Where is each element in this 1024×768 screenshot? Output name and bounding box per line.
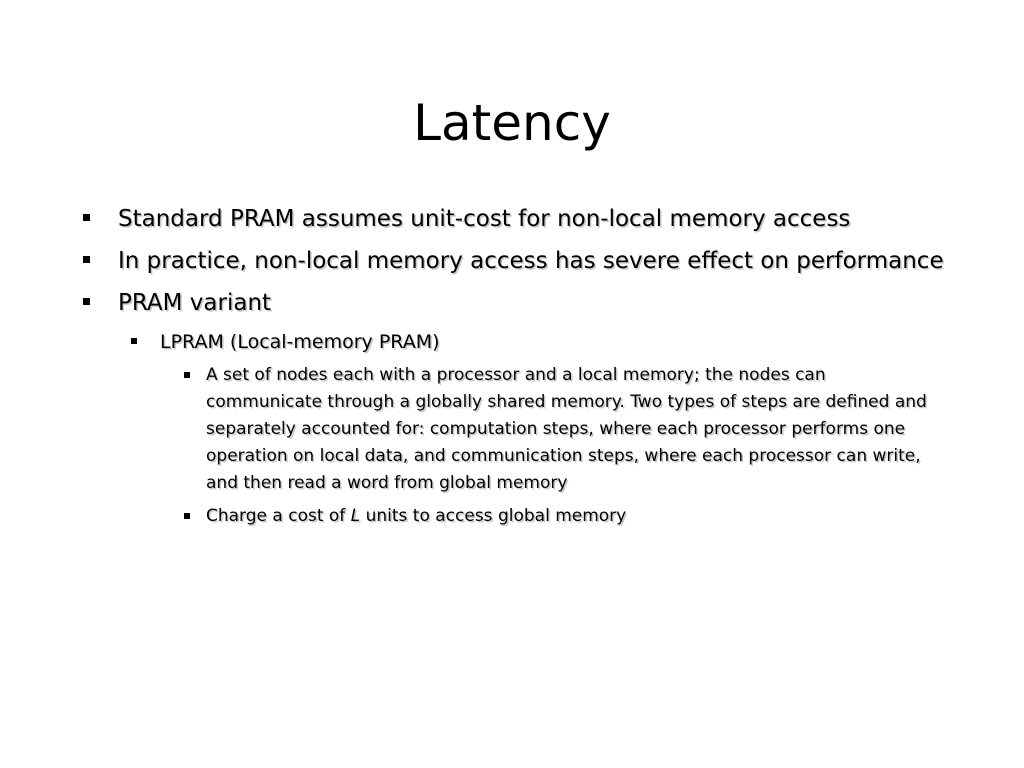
sub-bullet-text: LPRAM (Local-memory PRAM): [160, 331, 440, 353]
square-bullet-icon: [184, 372, 190, 378]
bullet-text: PRAM variant: [118, 290, 272, 316]
sub-bullet-item: LPRAM (Local-memory PRAM): [124, 328, 960, 356]
square-bullet-icon: [131, 338, 137, 344]
slide-title: Latency: [413, 94, 611, 152]
square-bullet-icon: [83, 298, 90, 305]
bullet-item: PRAM variant: [80, 286, 960, 320]
sub-sub-bullet-text: A set of nodes each with a processor and…: [206, 365, 927, 493]
square-bullet-icon: [184, 513, 190, 519]
cost-variable: L: [350, 506, 361, 526]
sub-sub-bullet-item: A set of nodes each with a processor and…: [180, 362, 946, 497]
bullet-item: Standard PRAM assumes unit-cost for non-…: [80, 202, 960, 236]
square-bullet-icon: [83, 256, 90, 263]
bullet-text: Standard PRAM assumes unit-cost for non-…: [118, 206, 851, 232]
bullet-text: In practice, non-local memory access has…: [118, 248, 944, 274]
square-bullet-icon: [83, 214, 90, 221]
bullet-item: In practice, non-local memory access has…: [80, 244, 960, 278]
sub-sub-bullet-item: Charge a cost of L units to access globa…: [180, 503, 946, 530]
bullet-list: Standard PRAM assumes unit-cost for non-…: [80, 202, 960, 536]
cost-text-before: Charge a cost of: [206, 506, 351, 526]
cost-text-after: units to access global memory: [360, 506, 627, 526]
